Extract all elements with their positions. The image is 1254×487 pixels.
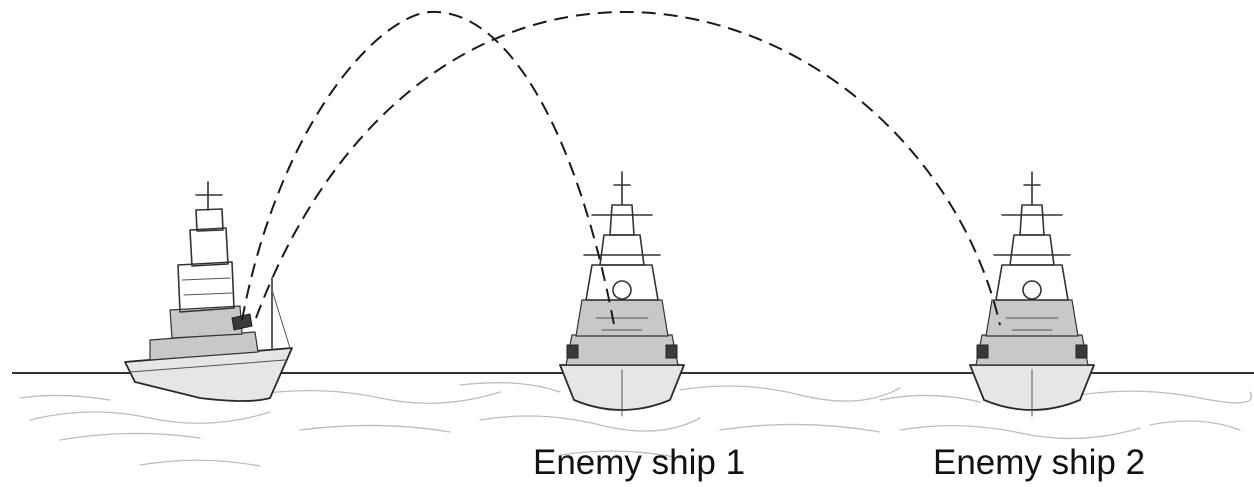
enemy-ship-1-label: Enemy ship 1: [533, 443, 746, 482]
own-ship: [124, 181, 293, 402]
trajectory-to-enemy-ship-2: [255, 10, 1001, 326]
enemy-ship-2: [969, 171, 1095, 417]
trajectory-to-enemy-ship-1: [241, 10, 616, 331]
enemy-ship-1: [559, 171, 685, 417]
water-sketch: [19, 382, 1253, 467]
enemy-ship-2-label: Enemy ship 2: [933, 443, 1146, 482]
